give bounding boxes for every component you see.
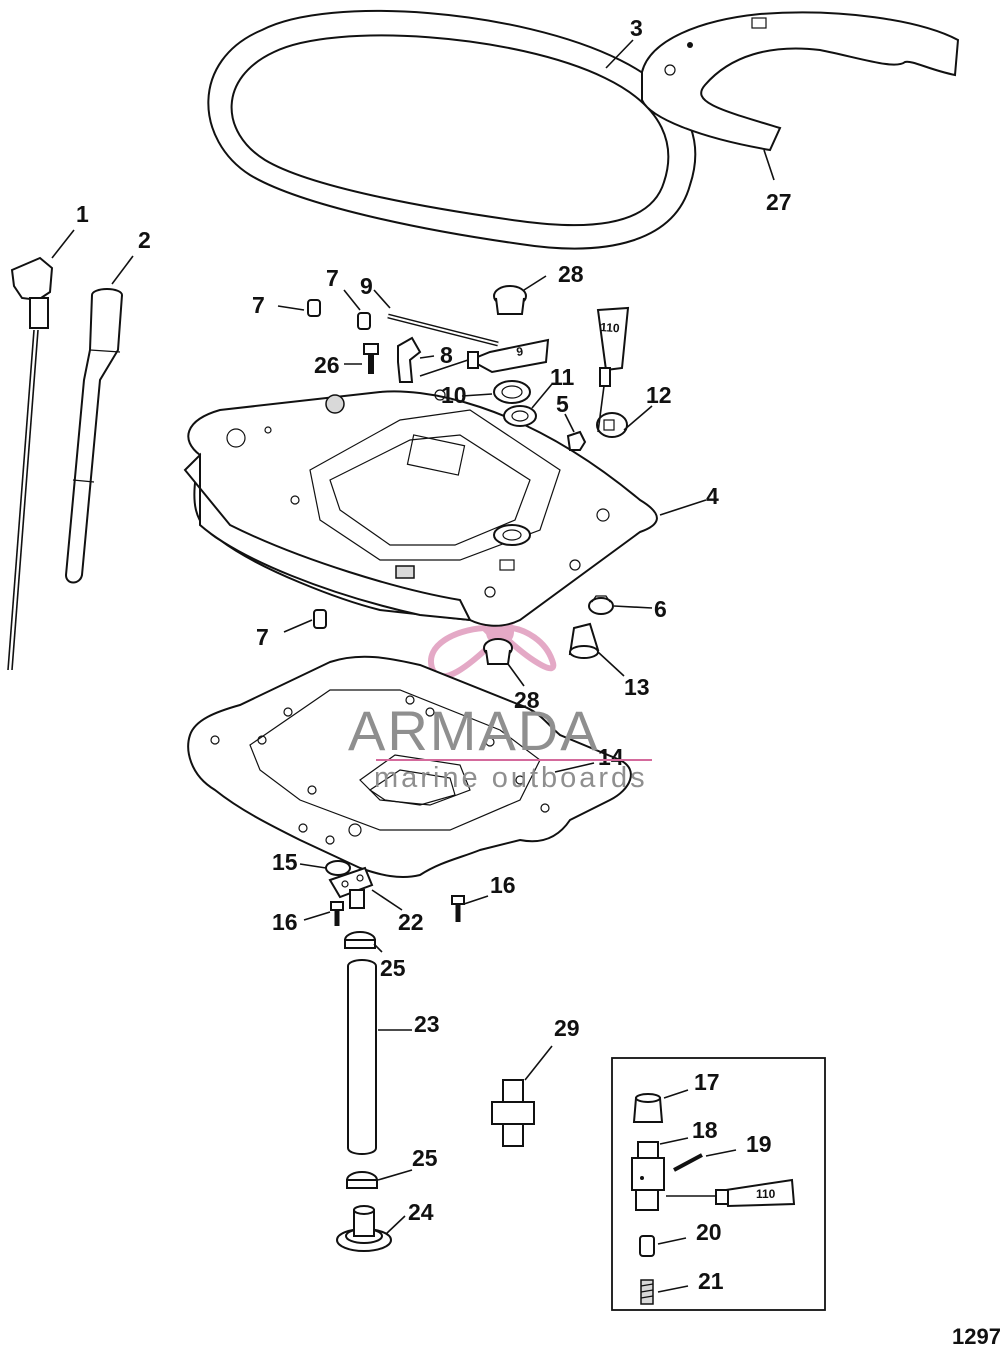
o-ring-15-part: [325, 860, 351, 876]
tube-23-part: [347, 959, 377, 1155]
callout-19: 19: [746, 1131, 772, 1157]
leader-lines: [51, 39, 775, 1293]
dowel-pins-part: [307, 299, 371, 629]
callout-15: 15: [272, 849, 298, 875]
pin-19-part: [673, 1153, 703, 1172]
sleeve-20-part: [639, 1235, 655, 1257]
dipstick-part: [7, 256, 54, 671]
callout-22: 22: [398, 909, 424, 935]
clamp-25-top-part: [344, 931, 376, 949]
callout-28-top: 28: [558, 261, 584, 287]
callout-29: 29: [554, 1015, 580, 1041]
callout-24: 24: [408, 1199, 434, 1225]
callout-labels: 1 2 3 4 5 6 7 7 7 8 9 10 11 12 13 14 15 …: [76, 15, 792, 1294]
tube-label-110-top: 110: [600, 320, 621, 335]
callout-2: 2: [138, 227, 151, 253]
callout-28-bottom: 28: [514, 687, 540, 713]
callout-1: 1: [76, 201, 89, 227]
plug-5-part: [566, 430, 587, 451]
callout-4: 4: [706, 483, 719, 509]
callout-9: 9: [360, 273, 373, 299]
callout-7-b: 7: [252, 292, 265, 318]
clamp-25-bottom-part: [346, 1171, 378, 1189]
cap-6-part: [588, 595, 614, 615]
callout-16-right: 16: [490, 872, 516, 898]
callout-27: 27: [766, 189, 792, 215]
callout-7-a: 7: [326, 265, 339, 291]
fitting-29-part: [491, 1079, 535, 1147]
plate-gasket-part: [187, 655, 632, 878]
screw-16-right-part: [451, 895, 465, 922]
watermark-subtitle: marine outboards: [374, 762, 648, 794]
sealant-tube-110-top-part: [596, 306, 630, 433]
callout-17: 17: [694, 1069, 720, 1095]
callout-20: 20: [696, 1219, 722, 1245]
grommet-11-part: [503, 405, 537, 427]
long-bolt-part: [387, 313, 499, 347]
spring-21-part: [640, 1279, 654, 1305]
seal-10-part: [493, 380, 531, 404]
screw-part: [363, 343, 379, 374]
sealant-tube-9-part: [419, 338, 550, 377]
inset-box: [611, 1057, 826, 1311]
screw-16-left-part: [330, 901, 344, 926]
curved-plate-part: [641, 11, 960, 152]
sealant-tube-110-inset-part: [666, 1178, 796, 1208]
callout-23: 23: [414, 1011, 440, 1037]
grommet-12-part: [596, 412, 628, 438]
callout-14: 14: [598, 744, 624, 770]
housing-18-part: [631, 1141, 665, 1211]
callout-8: 8: [440, 342, 453, 368]
tube-label-110-inset: 110: [756, 1187, 776, 1201]
cap-13-part: [568, 622, 600, 659]
plug-28-top-part: [493, 285, 527, 315]
callout-6: 6: [654, 596, 667, 622]
callout-21: 21: [698, 1268, 724, 1294]
elbow-fitting-part: [397, 336, 422, 383]
dipstick-tube-part: [64, 288, 123, 584]
callout-25-bottom: 25: [412, 1145, 438, 1171]
callout-3: 3: [630, 15, 643, 41]
callout-25-top: 25: [380, 955, 406, 981]
figure-number: 1297: [952, 1324, 1000, 1348]
callout-5: 5: [556, 391, 569, 417]
callout-13: 13: [624, 674, 650, 700]
callout-11: 11: [550, 364, 575, 390]
flange-22-part: [328, 866, 374, 909]
watermark-title: ARMADA: [348, 699, 600, 762]
callout-26: 26: [314, 352, 340, 378]
callout-12: 12: [646, 382, 672, 408]
plug-28-bottom-part: [483, 638, 513, 665]
callout-7-c: 7: [256, 624, 269, 650]
callout-10: 10: [441, 382, 467, 408]
callout-18: 18: [692, 1117, 718, 1143]
callout-16-left: 16: [272, 909, 298, 935]
tube-label-9: 9: [515, 344, 524, 359]
grommet-24-part: [336, 1205, 392, 1252]
seal-gasket-part: [207, 9, 697, 250]
adapter-plate-part: [183, 389, 658, 627]
cap-17-part: [632, 1093, 664, 1123]
